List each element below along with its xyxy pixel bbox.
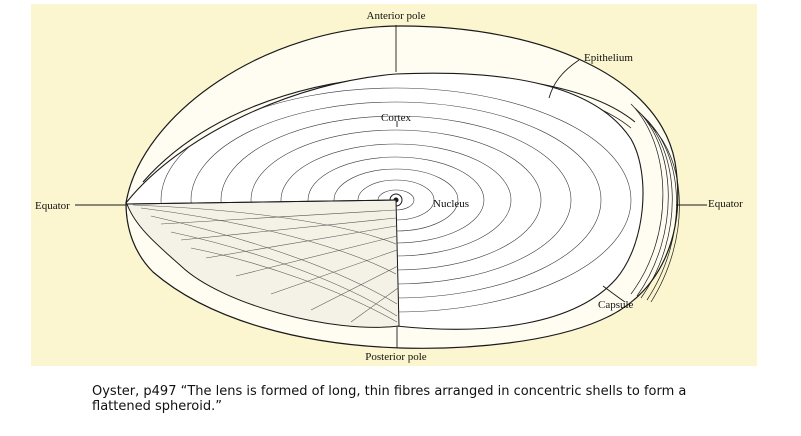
- label-capsule: Capsule: [598, 299, 634, 311]
- label-cortex: Cortex: [381, 112, 411, 124]
- label-epithelium: Epithelium: [584, 52, 633, 64]
- label-nucleus: Nucleus: [433, 198, 469, 210]
- label-anterior-pole: Anterior pole: [367, 10, 426, 22]
- lens-diagram: Anterior pole Epithelium Cortex Equator …: [35, 10, 743, 363]
- capsule-rim-bands: [630, 103, 680, 303]
- figure-caption: Oyster, p497 “The lens is formed of long…: [92, 384, 687, 414]
- fibre-shells: [160, 87, 632, 313]
- label-posterior-pole: Posterior pole: [365, 351, 427, 363]
- cut-wedge: [126, 199, 400, 328]
- leader-lines: [75, 25, 707, 348]
- label-equator-right: Equator: [708, 198, 743, 210]
- label-equator-left: Equator: [35, 200, 70, 212]
- equator-radius: [126, 199, 397, 205]
- lens-diagram-panel: Anterior pole Epithelium Cortex Equator …: [31, 4, 757, 366]
